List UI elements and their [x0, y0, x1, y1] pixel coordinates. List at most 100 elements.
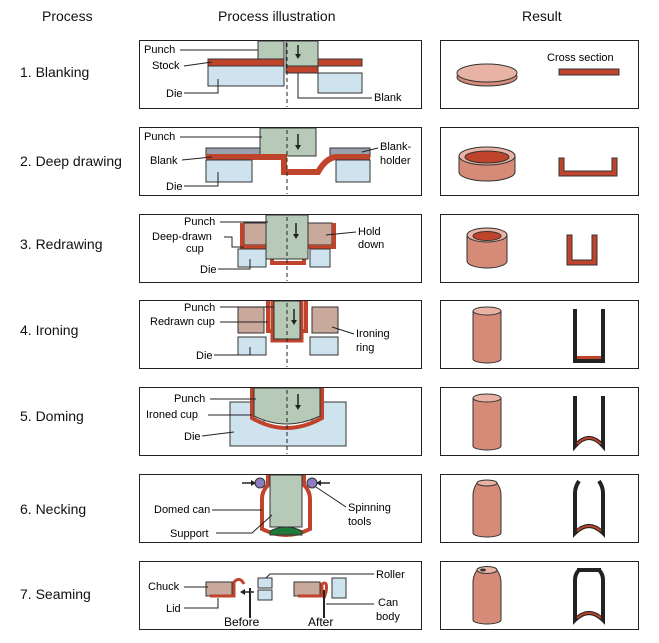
process-label-blanking: 1. Blanking	[20, 64, 90, 80]
seaming-diagram: Chuck Lid Before After Roller Can body	[148, 569, 405, 629]
result-blanking: Cross section	[440, 40, 639, 109]
label-support: Support	[170, 528, 209, 540]
result-doming-diagram	[472, 393, 605, 452]
roller-before-lower	[257, 589, 273, 601]
deep-drawn-cup	[240, 223, 336, 265]
result-redrawing-diagram	[466, 227, 598, 269]
cylinder-wall	[472, 311, 502, 364]
label-blank-holder-1: Blank-	[380, 141, 412, 153]
roller-after	[331, 577, 347, 599]
leader-die	[218, 259, 251, 270]
lid-after	[298, 581, 328, 599]
header-result: Result	[522, 8, 562, 24]
result-doming	[440, 387, 639, 456]
die-left	[207, 65, 285, 87]
process-label-ironing: 4. Ironing	[20, 322, 79, 338]
down-arrow-icon	[295, 145, 301, 150]
label-punch: Punch	[144, 131, 175, 143]
cross-section-dome	[576, 437, 602, 445]
leader-die	[201, 431, 235, 437]
label-redrawn-cup: Redrawn cup	[150, 316, 215, 328]
result-deep-drawing	[440, 127, 639, 196]
down-arrow-icon	[295, 54, 301, 59]
leader-stock	[183, 61, 213, 67]
process-label-redrawing: 3. Redrawing	[20, 236, 103, 252]
result-necking	[440, 474, 639, 543]
ironing-diagram: Punch Redrawn cup Die Ironing ring	[150, 300, 390, 367]
label-blank: Blank	[150, 155, 178, 167]
label-lid: Lid	[166, 603, 181, 615]
label-ironed-cup: Ironed cup	[146, 409, 198, 421]
leader-ironing-ring	[331, 326, 355, 335]
label-after: After	[308, 615, 333, 628]
support-base	[269, 526, 303, 536]
label-hold-down-1: Hold	[358, 226, 381, 238]
label-blank-holder-2: holder	[380, 155, 411, 167]
die-right	[309, 248, 331, 268]
die-left	[237, 336, 267, 356]
leader-spinning-tools	[315, 486, 347, 508]
cross-section-necked-dome	[576, 525, 602, 532]
cross-section-sealed-dome	[576, 612, 602, 619]
punch	[265, 214, 309, 260]
result-ironing	[440, 300, 639, 369]
illustration-ironing: Punch Redrawn cup Die Ironing ring	[139, 300, 422, 369]
die-left	[237, 248, 267, 268]
label-cross-section: Cross section	[547, 52, 614, 64]
left-arrow-icon	[316, 480, 321, 486]
leader-hold-down	[325, 231, 357, 236]
down-arrow-icon	[293, 234, 299, 239]
spinning-tool-right	[306, 477, 318, 489]
necked-can-body	[472, 482, 502, 538]
label-punch: Punch	[184, 216, 215, 228]
deep-drawing-diagram: Punch Blank Die Blank- holder	[144, 127, 412, 194]
ironing-ring-left	[237, 306, 265, 334]
label-punch: Punch	[144, 44, 175, 56]
chuck-after	[293, 581, 321, 597]
leader-die	[184, 79, 219, 94]
spinning-tool-left	[254, 477, 266, 489]
chuck-before	[205, 581, 233, 597]
ironing-ring-right	[311, 306, 339, 334]
leader-die	[214, 347, 251, 356]
hold-down-left	[243, 222, 269, 246]
label-ironing-ring-1: Ironing	[356, 328, 390, 340]
lid-before	[210, 577, 246, 598]
leader-blank-holder	[361, 147, 379, 153]
label-die: Die	[200, 264, 217, 276]
down-arrow-icon	[291, 320, 297, 325]
result-ironing-diagram	[472, 306, 605, 364]
illustration-seaming: Chuck Lid Before After Roller Can body	[139, 561, 422, 630]
redrawing-diagram: Punch Deep-drawn cup Die Hold down	[152, 214, 384, 281]
illustration-blanking: Punch Stock Die Blank	[139, 40, 422, 109]
cylinder-rim	[472, 393, 502, 403]
support	[269, 474, 303, 528]
illustration-redrawing: Punch Deep-drawn cup Die Hold down	[139, 214, 422, 283]
process-label-deep-drawing: 2. Deep drawing	[20, 153, 122, 169]
label-die: Die	[196, 350, 213, 362]
label-die: Die	[166, 181, 183, 193]
process-label-necking: 6. Necking	[20, 501, 87, 517]
process-label-doming: 5. Doming	[20, 408, 84, 424]
roller-before	[257, 577, 273, 589]
label-spinning-tools-1: Spinning	[348, 502, 391, 514]
label-domed-can: Domed can	[154, 504, 210, 516]
blank-sheet	[206, 154, 370, 175]
leader-cup	[224, 236, 244, 248]
sealed-can-body	[472, 569, 502, 625]
label-can-body-2: body	[376, 611, 400, 623]
leader-die	[184, 172, 219, 187]
doming-diagram: Punch Ironed cup Die	[146, 387, 347, 454]
label-cup-1: Deep-drawn	[152, 231, 212, 243]
label-cup-2: cup	[186, 243, 204, 255]
sealed-can-lid	[476, 566, 498, 574]
down-arrow-icon	[295, 405, 301, 410]
die-left	[205, 159, 253, 183]
result-seaming-diagram	[472, 566, 605, 625]
result-deep-drawing-diagram	[458, 146, 618, 182]
label-blank: Blank	[374, 92, 402, 104]
blanking-diagram: Punch Stock Die Blank	[144, 40, 402, 107]
label-ironing-ring-2: ring	[356, 342, 374, 354]
punch	[285, 40, 319, 67]
cross-section-shallow-cup	[558, 157, 618, 177]
